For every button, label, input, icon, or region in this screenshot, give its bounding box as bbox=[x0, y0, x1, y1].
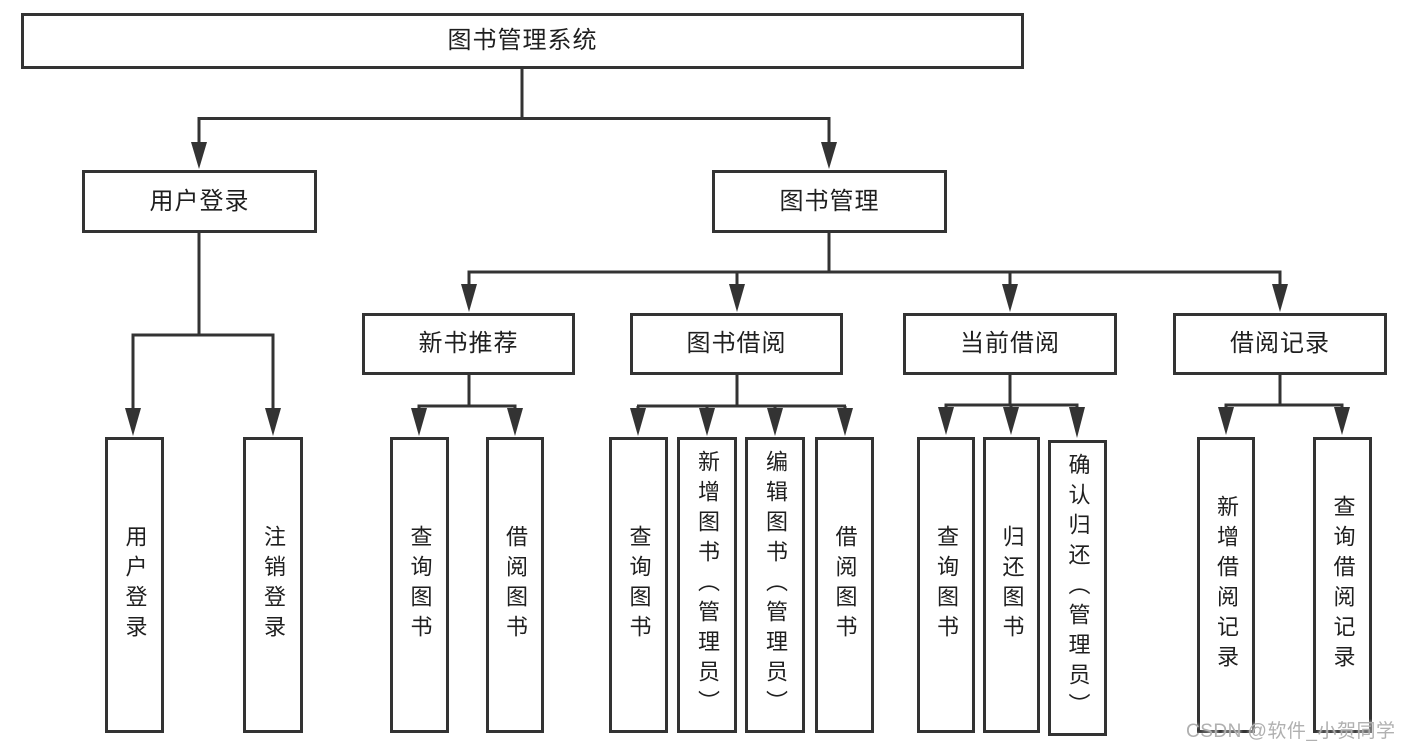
connector-new-book-group bbox=[411, 375, 523, 436]
node-label: 图书管理系统 bbox=[447, 27, 598, 54]
node-borrowing-records: 借阅记录 bbox=[1173, 313, 1387, 375]
node-label: 用户登录 bbox=[122, 525, 148, 645]
arrow-down-icon bbox=[1069, 407, 1085, 438]
leaf-user-login: 用户登录 bbox=[105, 437, 164, 733]
node-label: 归还图书 bbox=[999, 525, 1025, 645]
node-library-system: 图书管理系统 bbox=[21, 13, 1024, 69]
node-label: 确认归还（管理员） bbox=[1065, 453, 1091, 723]
node-book-borrowing: 图书借阅 bbox=[630, 313, 843, 375]
arrow-down-icon bbox=[411, 408, 427, 436]
arrow-down-icon bbox=[461, 284, 477, 312]
node-new-book-recommend: 新书推荐 bbox=[362, 313, 575, 375]
leaf-query-books-2: 查询图书 bbox=[609, 437, 668, 733]
arrow-down-icon bbox=[125, 408, 141, 436]
arrow-down-icon bbox=[1272, 284, 1288, 312]
arrow-down-icon bbox=[938, 407, 954, 435]
arrow-down-icon bbox=[699, 408, 715, 436]
leaf-confirm-return-admin: 确认归还（管理员） bbox=[1048, 440, 1107, 736]
arrow-down-icon bbox=[1002, 284, 1018, 312]
node-label: 查询图书 bbox=[407, 525, 433, 645]
leaf-query-books-3: 查询图书 bbox=[917, 437, 975, 733]
leaf-add-borrow-record: 新增借阅记录 bbox=[1197, 437, 1255, 733]
arrow-down-icon bbox=[729, 284, 745, 312]
leaf-query-borrow-record: 查询借阅记录 bbox=[1313, 437, 1372, 733]
node-label: 查询图书 bbox=[934, 525, 959, 645]
node-label: 借阅记录 bbox=[1230, 330, 1330, 357]
leaf-add-book-admin: 新增图书（管理员） bbox=[677, 437, 737, 733]
node-book-management: 图书管理 bbox=[712, 170, 947, 233]
node-label: 借阅图书 bbox=[832, 525, 858, 645]
leaf-logout-login: 注销登录 bbox=[243, 437, 303, 733]
arrow-down-icon bbox=[821, 142, 837, 169]
connector-borrow-records-group bbox=[1218, 375, 1350, 435]
watermark-text: CSDN @软件_小贺同学 bbox=[1186, 721, 1396, 742]
connector-root-to-level2 bbox=[191, 69, 837, 169]
node-label: 图书管理 bbox=[779, 187, 880, 215]
connector-current-borrow-group bbox=[938, 375, 1085, 438]
arrow-down-icon bbox=[1218, 407, 1234, 435]
arrow-down-icon bbox=[630, 408, 646, 436]
arrow-down-icon bbox=[767, 408, 783, 436]
node-label: 借阅图书 bbox=[503, 525, 528, 645]
node-label: 注销登录 bbox=[261, 525, 286, 645]
leaf-return-books: 归还图书 bbox=[983, 437, 1040, 733]
node-label: 当前借阅 bbox=[960, 330, 1060, 357]
leaf-query-books-1: 查询图书 bbox=[390, 437, 449, 733]
node-label: 查询借阅记录 bbox=[1330, 495, 1356, 675]
node-label: 编辑图书（管理员） bbox=[763, 450, 788, 720]
connector-book-borrow-group bbox=[630, 375, 853, 436]
leaf-edit-book-admin: 编辑图书（管理员） bbox=[745, 437, 805, 733]
leaf-borrow-books-2: 借阅图书 bbox=[815, 437, 874, 733]
arrow-down-icon bbox=[191, 142, 207, 169]
arrow-down-icon bbox=[1334, 407, 1350, 435]
connector-user-login-group bbox=[125, 233, 281, 436]
node-user-login: 用户登录 bbox=[82, 170, 317, 233]
arrow-down-icon bbox=[507, 408, 523, 436]
connector-book-mgmt-group bbox=[461, 233, 1288, 312]
arrow-down-icon bbox=[265, 408, 281, 436]
node-label: 图书借阅 bbox=[686, 330, 787, 357]
node-label: 新增图书（管理员） bbox=[695, 450, 720, 720]
node-current-borrowing: 当前借阅 bbox=[903, 313, 1117, 375]
node-label: 用户登录 bbox=[149, 187, 250, 215]
node-label: 查询图书 bbox=[626, 525, 652, 645]
node-label: 新书推荐 bbox=[418, 330, 519, 357]
leaf-borrow-books-1: 借阅图书 bbox=[486, 437, 544, 733]
arrow-down-icon bbox=[1003, 407, 1019, 435]
arrow-down-icon bbox=[837, 408, 853, 436]
node-label: 新增借阅记录 bbox=[1214, 495, 1239, 675]
